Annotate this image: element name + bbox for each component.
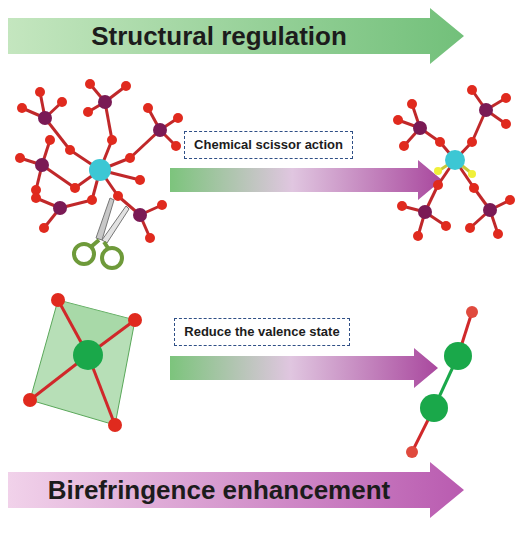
band-label: Birefringence enhancement	[48, 475, 390, 506]
dashed-label-box: Chemical scissor action	[184, 131, 353, 159]
box-label: Chemical scissor action	[194, 133, 343, 157]
metal-atom	[445, 150, 465, 170]
phosphorus-atoms	[35, 95, 167, 222]
arrow-band: Birefringence enhancement	[8, 462, 464, 518]
coordination-cluster	[398, 90, 510, 236]
band-shape	[8, 462, 464, 518]
octahedron-unit	[23, 293, 142, 432]
oxygen-atoms	[393, 85, 515, 241]
fluorine-atom	[468, 170, 476, 178]
coordination-cluster	[20, 84, 178, 238]
process-arrow	[170, 348, 438, 388]
arrow-band: Structural regulation	[8, 8, 464, 64]
dashed-label-box: Reduce the valence state	[174, 318, 350, 346]
process-arrow	[170, 160, 442, 200]
band-shape	[8, 8, 464, 64]
band-label: Structural regulation	[91, 21, 347, 52]
phosphorus-atoms	[413, 103, 497, 219]
linear-unit	[406, 306, 478, 458]
fluorine-atom	[434, 167, 442, 175]
oxygen-atoms	[15, 79, 183, 243]
box-label: Reduce the valence state	[184, 320, 339, 344]
scissors-icon	[74, 198, 129, 268]
metal-atom	[89, 159, 111, 181]
